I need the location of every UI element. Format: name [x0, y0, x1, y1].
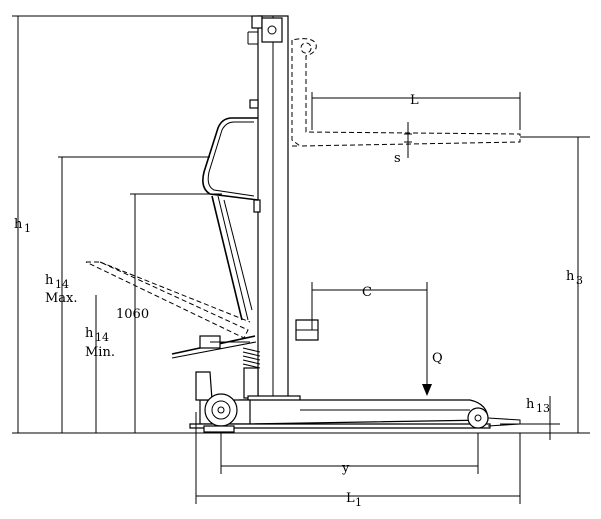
- label-h14-max-sub: 14: [55, 278, 69, 291]
- label-L1-sub: 1: [355, 496, 362, 509]
- label-h3-sub: 3: [576, 274, 583, 287]
- pedal-lowered: [171, 335, 261, 399]
- label-1060: 1060: [116, 307, 149, 322]
- rear-wheel: [195, 371, 238, 433]
- raised-fork: [291, 38, 521, 147]
- label-h13-sub: 13: [536, 402, 550, 415]
- dim-y: y: [220, 433, 479, 476]
- dim-h14-max: h 14 Max.: [45, 156, 210, 433]
- mast: [247, 15, 289, 399]
- pedal-raised: [85, 261, 251, 339]
- dim-1060: 1060: [116, 193, 222, 433]
- dim-L: L: [311, 92, 521, 130]
- label-h1-sub: 1: [24, 222, 31, 235]
- dim-h1: h 1: [12, 15, 260, 433]
- label-h1-main: h: [14, 217, 23, 232]
- dim-s: s: [394, 122, 412, 166]
- label-h3-main: h: [566, 269, 575, 284]
- dim-L1: L 1: [195, 433, 521, 509]
- label-s: s: [394, 151, 401, 166]
- label-h14-min-sub: 14: [95, 331, 109, 344]
- front-wheel: [467, 407, 521, 429]
- label-h14-max-suffix: Max.: [45, 291, 78, 306]
- dim-h3: h 3: [520, 136, 590, 433]
- load-Q: Q: [422, 330, 443, 396]
- label-y: y: [341, 461, 350, 476]
- label-Q: Q: [432, 351, 443, 366]
- label-C: C: [362, 285, 372, 300]
- label-h14-min-main: h: [85, 326, 94, 341]
- label-h14-max-main: h: [45, 273, 54, 288]
- label-h13-main: h: [526, 397, 535, 412]
- label-L: L: [410, 93, 419, 108]
- dim-C: C: [311, 282, 428, 330]
- dim-h14-min: h 14 Min.: [85, 295, 115, 433]
- label-L1-main: L: [346, 491, 355, 506]
- dim-h13: h 13: [500, 396, 560, 440]
- label-h14-min-suffix: Min.: [85, 345, 115, 360]
- handle-frame: [202, 117, 259, 321]
